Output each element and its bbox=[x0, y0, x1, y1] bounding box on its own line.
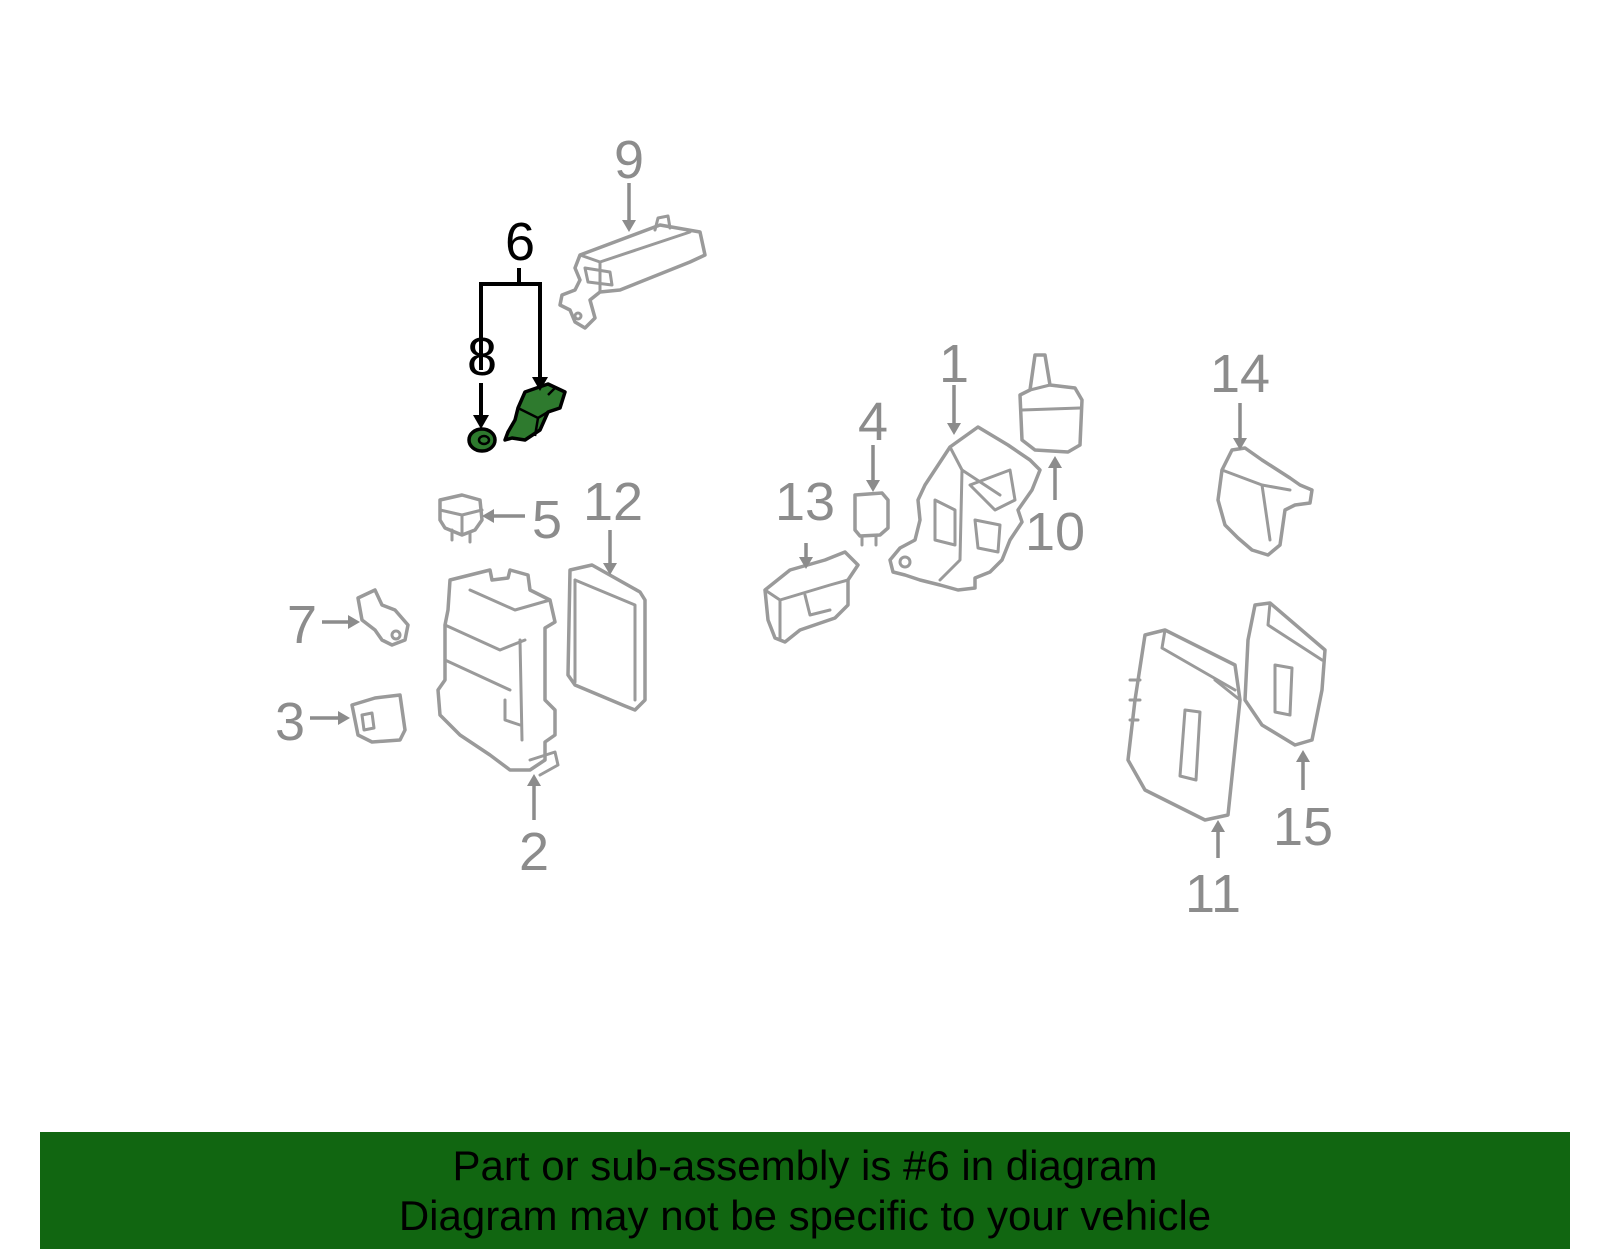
part-14[interactable] bbox=[1216, 446, 1314, 557]
part-7[interactable] bbox=[356, 588, 410, 647]
callout-3: 3 bbox=[275, 692, 305, 752]
callout-bracket-6 bbox=[473, 268, 548, 429]
part-3[interactable] bbox=[350, 693, 407, 744]
callout-labels: 1 2 3 4 5 6 7 8 9 10 11 12 13 14 15 bbox=[275, 130, 1333, 924]
part-4[interactable] bbox=[853, 491, 890, 547]
callout-15: 15 bbox=[1273, 797, 1333, 857]
banner-line-2: Diagram may not be specific to your vehi… bbox=[398, 1191, 1212, 1239]
part-5[interactable] bbox=[438, 493, 484, 544]
part-13[interactable] bbox=[763, 550, 860, 644]
callout-8: 8 bbox=[467, 327, 497, 387]
part-2[interactable] bbox=[436, 568, 560, 777]
callout-1: 1 bbox=[939, 334, 969, 394]
part-12[interactable] bbox=[566, 563, 647, 712]
callout-arrows bbox=[310, 183, 1310, 858]
callout-14: 14 bbox=[1210, 344, 1270, 404]
part-15[interactable] bbox=[1213, 601, 1327, 747]
callout-9: 9 bbox=[614, 130, 644, 190]
part-6[interactable] bbox=[503, 382, 567, 442]
callout-5: 5 bbox=[532, 490, 562, 550]
callout-12: 12 bbox=[583, 472, 643, 532]
part-10[interactable] bbox=[1018, 353, 1084, 454]
part-8[interactable] bbox=[467, 427, 497, 453]
callout-7: 7 bbox=[287, 595, 317, 655]
callout-4: 4 bbox=[858, 392, 888, 452]
part-1[interactable] bbox=[888, 425, 1042, 592]
callout-2: 2 bbox=[519, 822, 549, 882]
callout-6: 6 bbox=[505, 212, 535, 272]
part-9[interactable] bbox=[558, 214, 707, 330]
callout-13: 13 bbox=[775, 472, 835, 532]
info-banner: Part or sub-assembly is #6 in diagram Di… bbox=[40, 1132, 1570, 1249]
callout-10: 10 bbox=[1025, 502, 1085, 562]
banner-line-1: Part or sub-assembly is #6 in diagram bbox=[452, 1141, 1158, 1189]
part-11[interactable] bbox=[1126, 628, 1242, 822]
callout-11: 11 bbox=[1185, 864, 1241, 924]
